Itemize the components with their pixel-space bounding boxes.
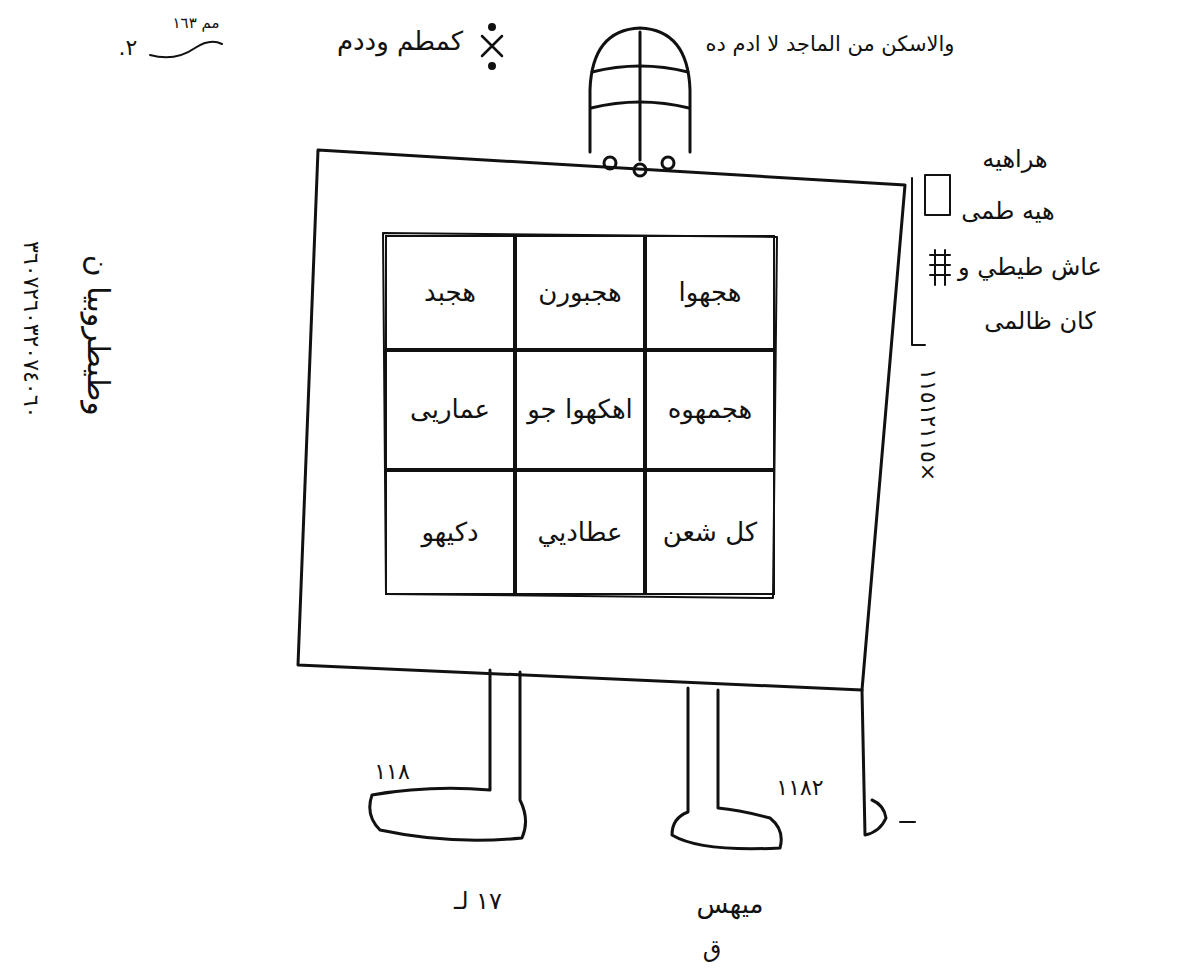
grid-cell: هجبد	[385, 235, 515, 350]
tally-mark	[930, 250, 950, 285]
head-vertical	[639, 32, 642, 160]
grid-cell: هجهوا	[645, 235, 775, 350]
grid-cell: عماريى	[385, 350, 515, 470]
inscription: كان ظالمى	[984, 308, 1096, 336]
inscription: مم ١٦٣	[173, 15, 220, 32]
dot	[490, 64, 495, 69]
grid-cell: كل شعن	[645, 470, 775, 595]
inscription: ١٧ لـ	[454, 888, 502, 916]
staff-hook	[862, 690, 886, 835]
cell-word: عطاديي	[537, 518, 622, 548]
cell-word: هجهوا	[678, 278, 741, 308]
inscription: كمطم وددم	[337, 27, 463, 57]
inscription: والاسكن من الماجد لا ادم ده	[705, 32, 954, 56]
grid-cell: عطاديي	[515, 470, 645, 595]
inscription: ١١٨٢	[776, 775, 823, 800]
cell-word: هجمهوه	[668, 395, 753, 425]
inscription: هيه طمى	[961, 198, 1054, 226]
cell-word: هجبورن	[538, 278, 621, 308]
grid-cell: هجبورن	[515, 235, 645, 350]
cell-word: كل شعن	[663, 518, 757, 548]
dot	[490, 25, 495, 30]
inscription: ميهس	[697, 890, 764, 920]
inscription: ٣٦٠٧٢٦٠٣٢٠٧٤٠٦٠	[19, 241, 44, 418]
cell-word: هجبد	[424, 278, 476, 308]
inscription: ٢.	[119, 35, 138, 60]
cross-symbol	[482, 36, 502, 56]
head-line	[591, 102, 689, 108]
bracket	[912, 178, 925, 345]
grid-cell: دكيهو	[385, 470, 515, 595]
cell-word: عماريى	[410, 395, 490, 425]
inscription: ×١١٥١٢١١٥	[915, 369, 940, 482]
inscription: ق	[703, 936, 722, 964]
left-leg	[370, 670, 526, 840]
body-frame	[298, 150, 905, 690]
right-leg	[672, 688, 781, 849]
inscription: ١١٨	[374, 759, 409, 784]
bracket-box	[925, 175, 950, 215]
head-line	[592, 66, 688, 72]
cell-word: دكيهو	[421, 518, 478, 548]
curl-stroke	[150, 42, 222, 58]
grid-cell: اهكهوا جو	[515, 350, 645, 470]
head-ring	[662, 157, 674, 169]
grid-cell: هجمهوه	[645, 350, 775, 470]
cell-word: اهكهوا جو	[527, 395, 633, 425]
dash-mark	[900, 821, 915, 823]
inner-square	[383, 233, 777, 598]
inscription: وطيطروبيا ن	[81, 254, 116, 415]
inscription: هراهيه	[982, 146, 1047, 174]
inscription: عاش طيطي و	[958, 254, 1102, 282]
